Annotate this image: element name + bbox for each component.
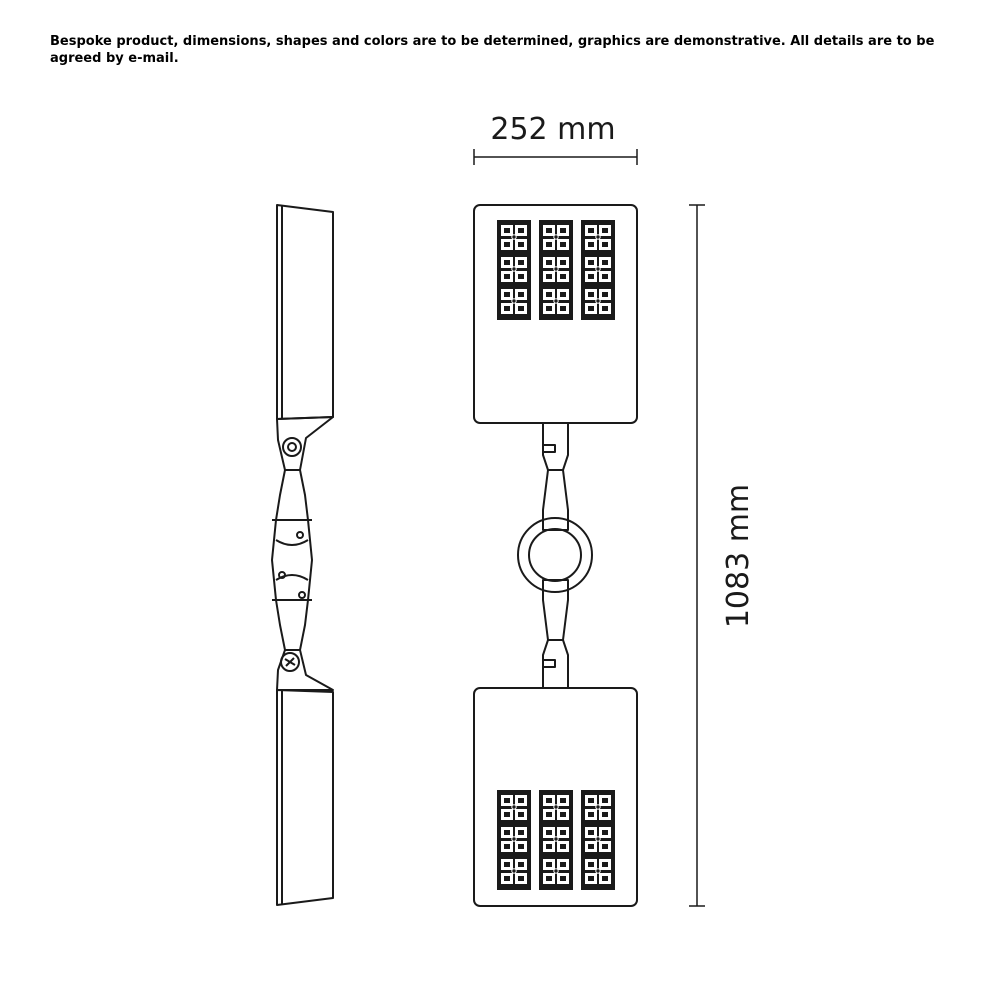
height-label: 1083 mm	[721, 484, 756, 628]
side-upper-pivot	[282, 437, 302, 457]
lower-arm	[542, 579, 569, 688]
pole-clamp	[517, 517, 593, 593]
side-lower-bracket	[276, 649, 334, 691]
lower-led-module	[581, 790, 615, 890]
width-label: 252 mm	[490, 112, 615, 147]
side-arm	[271, 469, 313, 651]
upper-arm	[542, 423, 569, 531]
led-array	[497, 220, 615, 890]
side-lower-pivot	[280, 652, 300, 672]
front-view	[473, 204, 638, 907]
side-upper-bracket	[276, 416, 334, 471]
width-dimension-line	[473, 149, 638, 165]
lower-led-module	[539, 790, 573, 890]
side-lower-head	[276, 689, 334, 906]
lower-led-module	[497, 790, 531, 890]
upper-led-module	[497, 220, 531, 320]
side-view	[271, 204, 334, 906]
lower-head	[473, 687, 638, 907]
upper-led-module	[539, 220, 573, 320]
upper-led-module	[581, 220, 615, 320]
upper-head	[473, 204, 638, 424]
height-dimension-line	[689, 204, 705, 907]
side-upper-head	[276, 204, 334, 420]
disclaimer-text: Bespoke product, dimensions, shapes and …	[50, 34, 935, 66]
